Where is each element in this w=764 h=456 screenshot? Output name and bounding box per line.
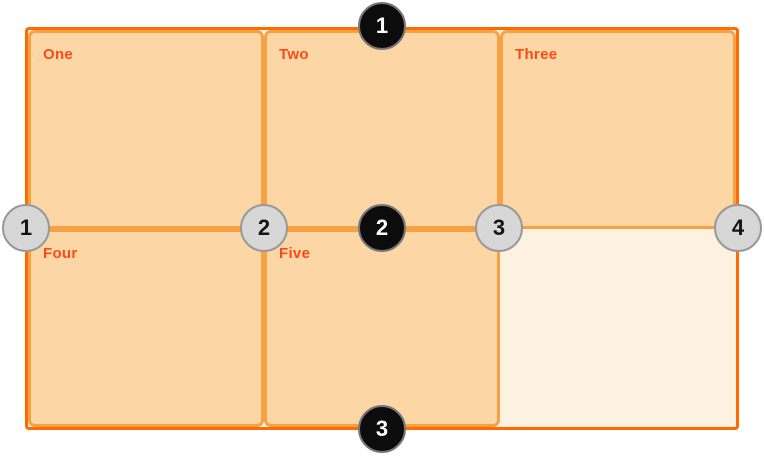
row-line-marker-2: 2 xyxy=(358,204,406,252)
grid-cell-one: One xyxy=(28,30,264,229)
column-line-marker-4: 4 xyxy=(714,204,762,252)
row-line-number: 1 xyxy=(375,13,389,38)
cell-label: One xyxy=(43,46,74,63)
cell-label: Five xyxy=(279,244,311,262)
grid-cell-four: Four xyxy=(28,228,264,427)
row-line-number: 2 xyxy=(375,215,389,240)
cell-label: Three xyxy=(515,46,558,63)
column-line-number: 2 xyxy=(257,215,271,240)
cell-label: Two xyxy=(279,46,309,63)
row-line-number: 3 xyxy=(375,416,389,441)
grid-cell-five: Five xyxy=(264,228,500,427)
column-line-number: 1 xyxy=(19,215,33,240)
row-line-marker-3: 3 xyxy=(358,405,406,453)
grid-cell-three: Three xyxy=(500,30,736,229)
column-line-marker-3: 3 xyxy=(475,204,523,252)
grid-cell-two: Two xyxy=(264,30,500,229)
column-line-number: 3 xyxy=(492,215,506,240)
cell-label: Four xyxy=(43,244,78,262)
grid-container: One Two Three Four Five xyxy=(25,27,739,430)
column-line-marker-1: 1 xyxy=(2,204,50,252)
column-line-marker-2: 2 xyxy=(240,204,288,252)
row-line-marker-1: 1 xyxy=(358,2,406,50)
grid-cell-empty xyxy=(500,229,736,428)
column-line-number: 4 xyxy=(731,215,745,240)
